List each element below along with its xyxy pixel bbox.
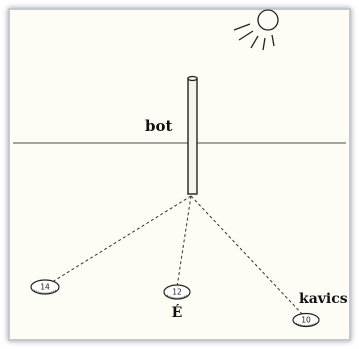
sun-icon xyxy=(233,9,279,51)
shadow-line-left xyxy=(43,195,192,288)
shadow-line-middle xyxy=(176,195,192,288)
shadow-lines xyxy=(43,195,305,317)
stone-left: 14 xyxy=(30,279,60,295)
stick xyxy=(187,75,198,195)
stone-right: 10 xyxy=(292,312,320,328)
stone-middle: 12 xyxy=(163,284,191,300)
stick-label: bot xyxy=(145,117,172,135)
stone-right-number: 10 xyxy=(301,316,311,325)
stones-label: kavics xyxy=(299,291,348,307)
north-label: É xyxy=(172,303,183,321)
stone-left-number: 14 xyxy=(40,283,50,292)
stone-middle-number: 12 xyxy=(172,288,182,297)
